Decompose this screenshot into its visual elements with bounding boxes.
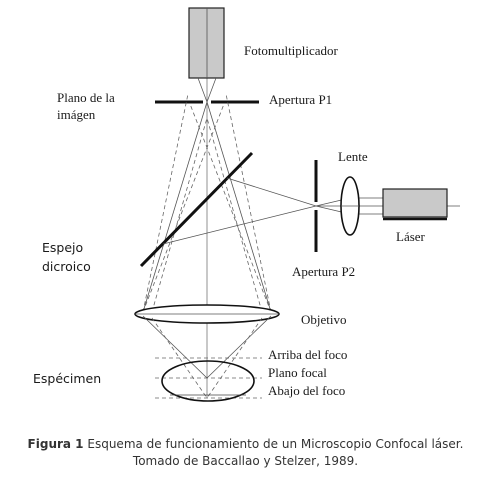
label-apertura-p1: Apertura P1 <box>269 92 332 107</box>
label-apertura-p2: Apertura P2 <box>292 264 355 279</box>
label-abajo-foco: Abajo del foco <box>268 383 345 398</box>
caption-line1: Figura 1 Esquema de funcionamiento de un… <box>0 436 491 453</box>
label-plano-imagen-line1: Plano de la <box>57 90 115 105</box>
detection-rays <box>142 77 272 313</box>
label-plano-imagen-line2: imágen <box>57 107 96 122</box>
specimen <box>161 360 255 402</box>
confocal-microscope-diagram: Fotomultiplicador Plano de la imágen Ape… <box>33 7 460 402</box>
figure-caption: Figura 1 Esquema de funcionamiento de un… <box>0 436 491 470</box>
specimen-rays <box>142 315 272 399</box>
label-lente: Lente <box>338 149 368 164</box>
caption-text-line1: Esquema de funcionamiento de un Microsco… <box>87 437 464 451</box>
out-of-focus-rays <box>142 93 272 313</box>
label-objetivo: Objetivo <box>301 312 347 327</box>
label-espejo-line2: dicroico <box>42 259 91 274</box>
caption-label: Figura 1 <box>27 437 84 451</box>
laser-source <box>382 188 448 218</box>
label-laser: Láser <box>396 229 426 244</box>
photomultiplier <box>188 7 225 79</box>
focal-plane-lines <box>155 357 262 399</box>
dichroic-mirror <box>139 151 254 268</box>
label-plano-focal: Plano focal <box>268 365 327 380</box>
label-arriba-foco: Arriba del foco <box>268 347 347 362</box>
label-especimen: Espécimen <box>33 371 101 386</box>
label-espejo-line1: Espejo <box>42 240 83 255</box>
label-fotomultiplicador: Fotomultiplicador <box>244 43 339 58</box>
caption-text-line2: Tomado de Baccallao y Stelzer, 1989. <box>132 454 359 468</box>
